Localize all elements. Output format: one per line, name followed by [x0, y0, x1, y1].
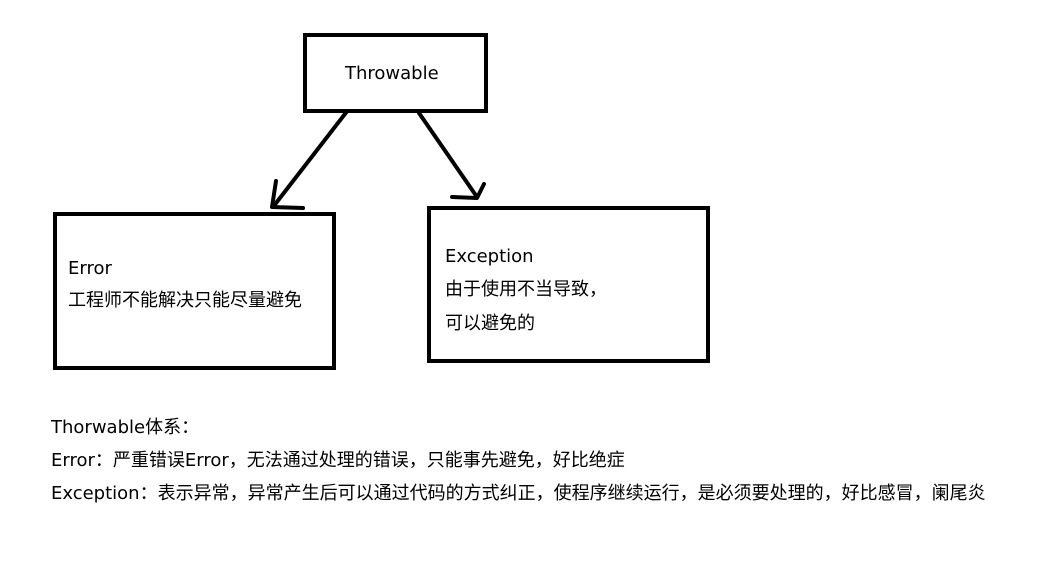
exception-node: Exception 由于使用不当导致， 可以避免的 — [427, 206, 710, 363]
throwable-label: Throwable — [345, 63, 439, 84]
exception-title: Exception — [445, 246, 534, 267]
arrow-throwable-to-error — [271, 108, 350, 209]
notes-error-line: Error：严重错误Error，无法通过处理的错误，只能事先避免，好比绝症 — [51, 450, 625, 471]
notes-exception-line: Exception：表示异常，异常产生后可以通过代码的方式纠正，使程序继续运行，… — [51, 483, 986, 504]
arrowhead-exception — [450, 182, 486, 200]
notes-heading: Thorwable体系： — [51, 417, 200, 438]
arrowhead-error — [270, 179, 305, 210]
notes-section: Thorwable体系： Error：严重错误Error，无法通过处理的错误，只… — [51, 411, 986, 510]
exception-description-line-1: 由于使用不当导致， — [445, 279, 607, 300]
throwable-node: Throwable — [303, 33, 488, 113]
arrow-throwable-to-exception — [417, 111, 479, 199]
exception-description-line-2: 可以避免的 — [445, 313, 535, 334]
error-description: 工程师不能解决只能尽量避免 — [68, 290, 302, 311]
error-node: Error 工程师不能解决只能尽量避免 — [53, 212, 336, 370]
error-title: Error — [68, 258, 112, 279]
